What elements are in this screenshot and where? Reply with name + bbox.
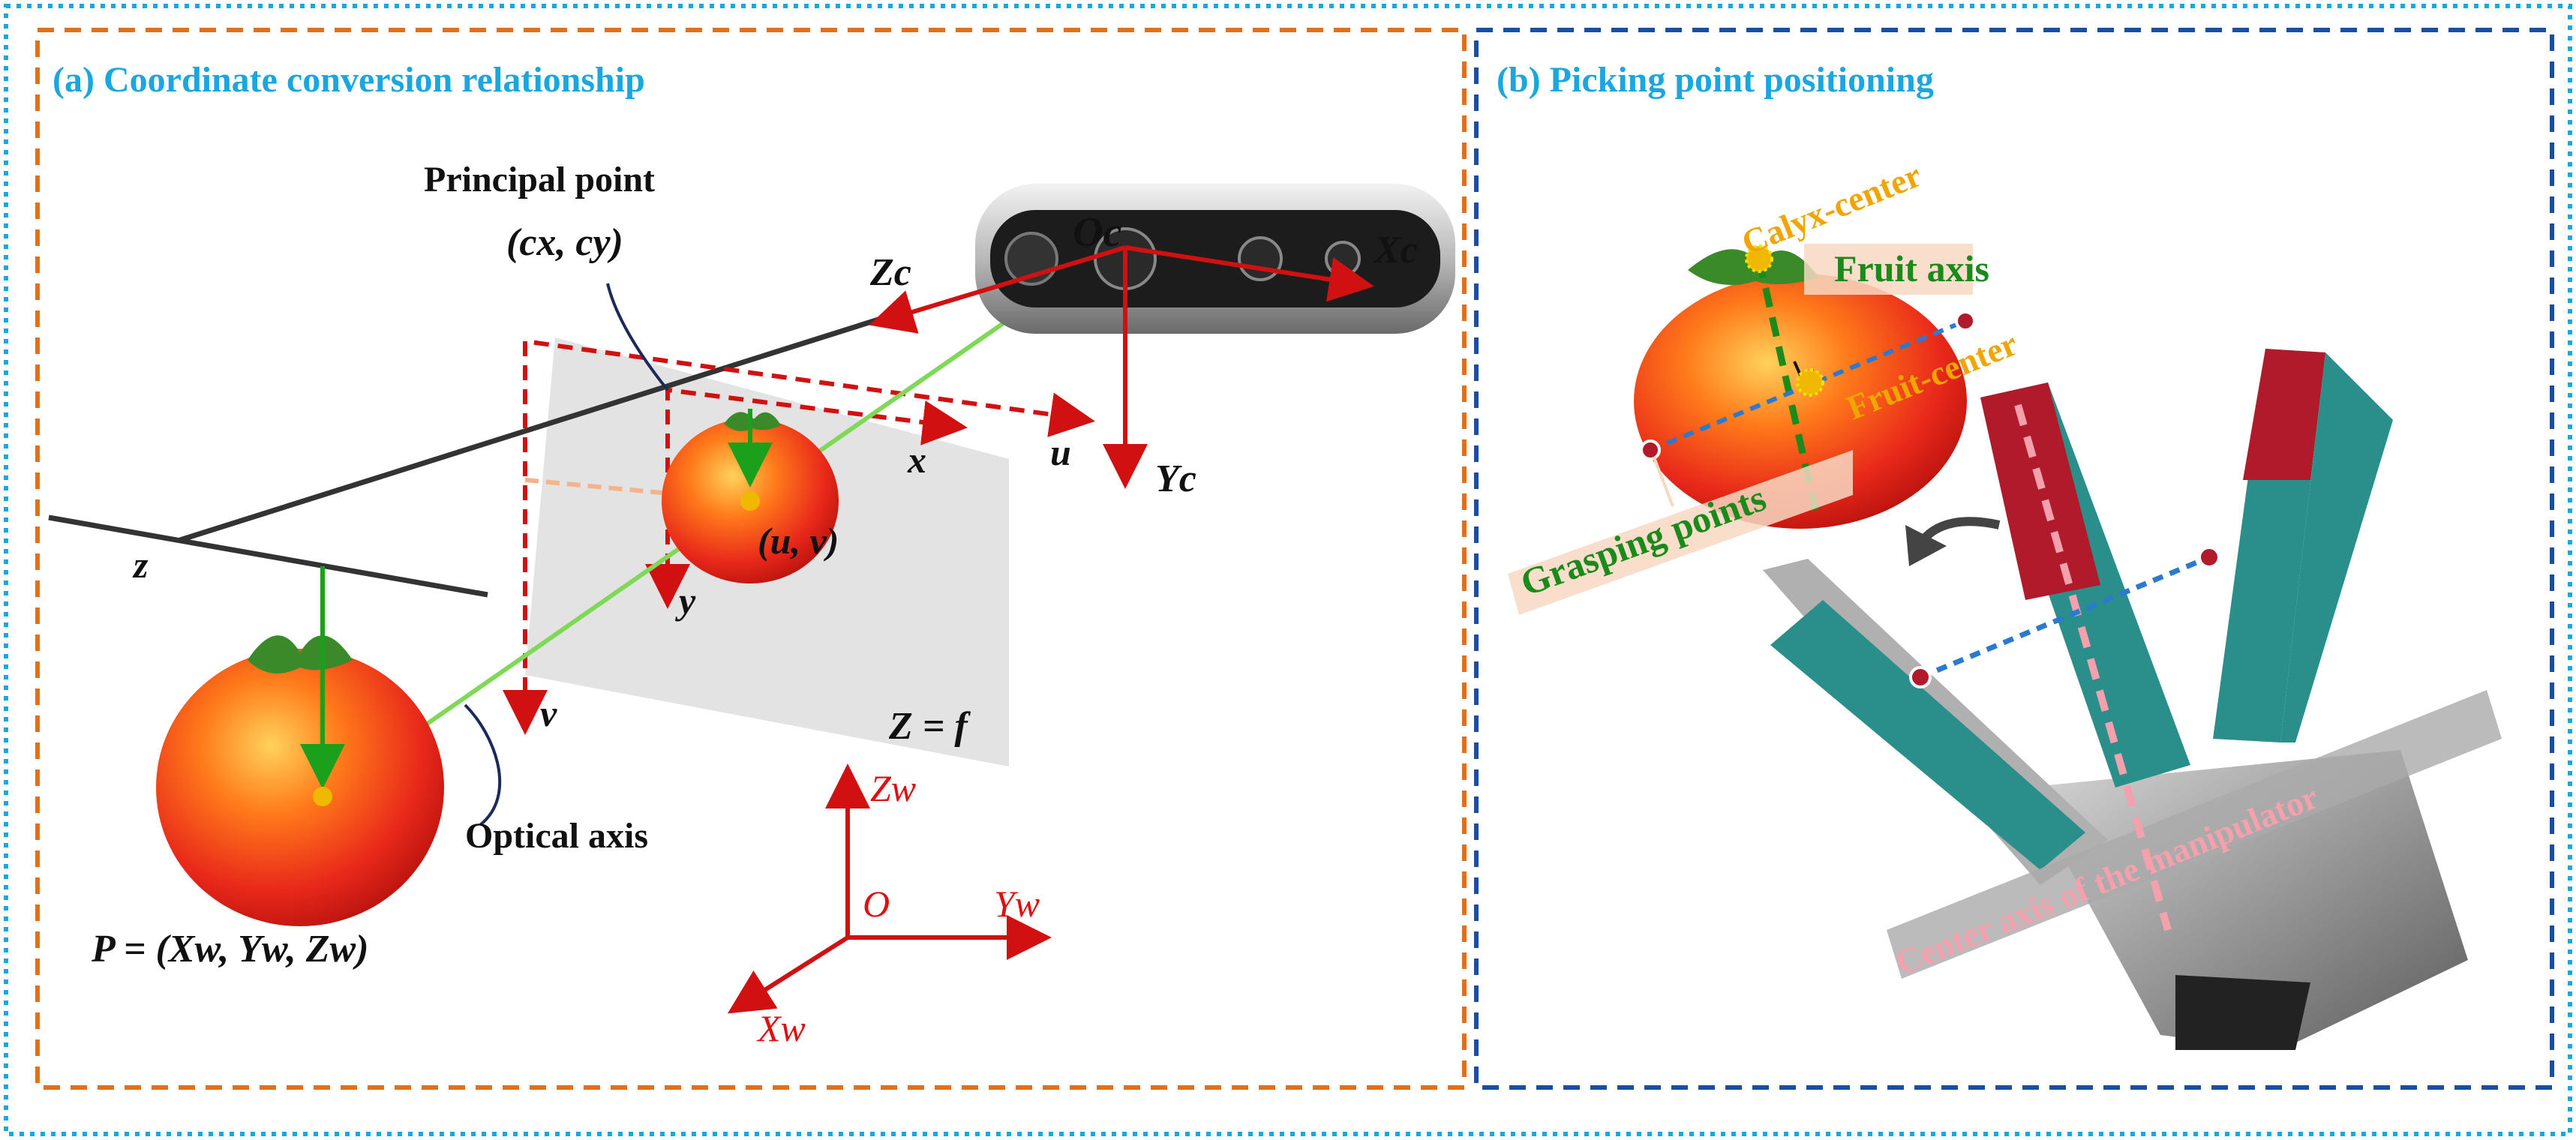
grasping-points-leader	[1653, 457, 1674, 507]
camera-x-axis	[1124, 245, 1374, 302]
panel-a-title: (a) Coordinate conversion relationship	[53, 60, 645, 100]
z-axis-line	[48, 514, 488, 598]
grasp-point-left	[1640, 440, 1661, 460]
principal-point-leader	[606, 283, 669, 392]
principal-point-coord: (cx, cy)	[506, 221, 623, 264]
panel-a-border	[35, 28, 1467, 1090]
world-x-label: Xw	[756, 1007, 806, 1049]
panel-b-border	[1474, 28, 2554, 1090]
fruit-axis-bg	[1804, 244, 1973, 295]
z-axis-line-upper	[179, 312, 894, 543]
point-uv-label: (u, v)	[758, 520, 839, 562]
grasp-line-gripper	[1919, 554, 2211, 680]
pixel-frame	[523, 338, 1081, 716]
point-uv-marker	[740, 491, 760, 511]
grasping-points-label: Grasping points	[1515, 476, 1772, 604]
camera-y-label: Yc	[1155, 458, 1196, 500]
principal-point-label: Principal point	[424, 160, 655, 200]
gripper-left-point	[1909, 666, 1932, 688]
grasping-points-bg	[1508, 450, 1853, 615]
pixel-u-label: u	[1050, 431, 1071, 473]
world-tomato	[156, 635, 444, 926]
calyx-center-marker	[1745, 244, 1773, 273]
image-y-label: y	[675, 580, 696, 622]
gripper-right-point	[2198, 546, 2220, 568]
world-y-label: Yw	[994, 883, 1040, 925]
center-axis-band	[1887, 690, 2502, 979]
panel-b-title: (b) Picking point positioning	[1497, 60, 1934, 100]
fruit-center-marker	[1796, 368, 1824, 397]
pixel-v-label: v	[540, 692, 557, 734]
world-point-marker	[313, 787, 332, 806]
grasp-point-right	[1955, 310, 1976, 332]
world-z-label: Zw	[870, 767, 916, 809]
fruit-axis-label: Fruit axis	[1834, 248, 1989, 290]
center-axis-line	[2014, 404, 2172, 932]
rotate-arrow-head	[1905, 525, 1947, 566]
world-origin-label: O	[863, 883, 890, 925]
camera-x-label: Xc	[1373, 229, 1418, 272]
image-x-label: x	[907, 439, 926, 481]
outer-border	[4, 4, 2572, 1136]
projection-dashed	[524, 478, 751, 503]
camera-origin-label: Oc	[1073, 209, 1121, 256]
world-x-axis	[727, 935, 849, 1014]
camera-z-axis	[869, 245, 1126, 334]
optical-axis-leader	[464, 704, 502, 826]
z-axis-label: z	[132, 544, 149, 586]
camera-z-label: Zc	[869, 251, 911, 294]
world-point-label: P = (Xw, Yw, Zw)	[91, 928, 369, 970]
optical-axis-label: Optical axis	[465, 816, 648, 856]
focal-plane-label: Z = f	[888, 705, 971, 748]
